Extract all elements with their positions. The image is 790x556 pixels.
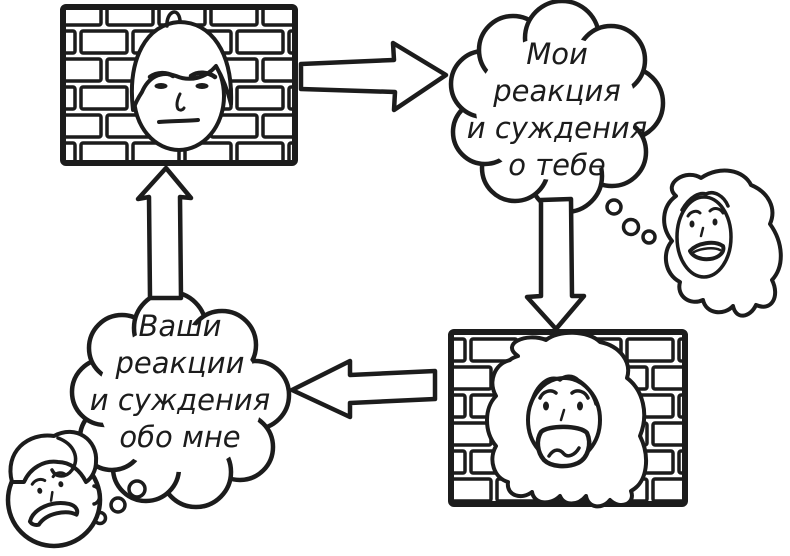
thought-bubble-trail bbox=[92, 479, 147, 526]
woman-hairline bbox=[680, 191, 730, 212]
distressed-man-nose bbox=[49, 490, 54, 502]
woman-face-in-wall bbox=[485, 330, 648, 509]
cloud-text-line: и суждения bbox=[467, 111, 647, 145]
arrow-right-icon bbox=[298, 40, 449, 113]
distressed-man-left-eye bbox=[37, 487, 43, 494]
woman-nose bbox=[699, 226, 705, 238]
man-left-eye bbox=[154, 83, 168, 89]
screaming-woman-hairline bbox=[529, 374, 598, 406]
screaming-woman-right-eye bbox=[577, 401, 583, 411]
man-left-eyebrow bbox=[147, 70, 176, 80]
woman-mouth-inner bbox=[692, 247, 722, 254]
cloud-inner bbox=[98, 324, 262, 472]
screaming-woman-left-eyebrow bbox=[538, 389, 558, 400]
cloud-text-line: реакции bbox=[115, 346, 245, 380]
cloud-inner bbox=[476, 36, 636, 180]
distressed-man-hair bbox=[8, 429, 99, 484]
arrow-left-icon bbox=[289, 358, 438, 420]
cloud-text-line: реакция bbox=[492, 74, 621, 108]
wall-with-mans-face bbox=[60, 4, 298, 166]
woman-left-eye bbox=[689, 220, 695, 228]
screaming-woman-left-eye bbox=[543, 401, 549, 411]
man-mouth bbox=[157, 118, 200, 124]
cloud-text-line: Ваши bbox=[138, 309, 221, 343]
cloud-text-line: Мои bbox=[526, 37, 588, 71]
man-right-eye bbox=[195, 83, 209, 89]
man-nose bbox=[175, 92, 186, 112]
distressed-man-left-eyebrow bbox=[30, 477, 47, 486]
screaming-woman-nose bbox=[559, 408, 566, 422]
woman-right-eyebrow bbox=[708, 207, 725, 215]
cloud-text-line: и суждения bbox=[90, 383, 270, 417]
distressed-man-features bbox=[27, 471, 80, 527]
wall-with-womans-face bbox=[448, 329, 688, 509]
thought-cloud-your-reactions: Ваши реакции и суждения обо мне bbox=[69, 289, 292, 510]
distressed-man-head bbox=[5, 429, 103, 549]
distressed-man-ear bbox=[92, 484, 102, 506]
cloud-text-line: обо мне bbox=[119, 420, 240, 454]
woman-mouth bbox=[688, 240, 726, 262]
distressed-man-mouth bbox=[27, 501, 80, 527]
thought-cloud-my-reactions: Мои реакция и суждения о тебе bbox=[448, 0, 666, 215]
woman-left-eyebrow bbox=[686, 209, 702, 218]
woman-face-outline bbox=[675, 195, 733, 279]
screaming-woman-mouth bbox=[535, 424, 592, 469]
cloud-text-line: о тебе bbox=[508, 148, 605, 182]
worried-woman-head bbox=[662, 168, 783, 318]
distressed-man-right-eyebrow bbox=[51, 471, 68, 479]
man-hair-cowlick bbox=[165, 10, 182, 28]
man-face bbox=[130, 10, 234, 152]
screaming-woman-right-eyebrow bbox=[570, 389, 590, 400]
thought-bubble-trail bbox=[605, 198, 657, 245]
screaming-woman-mouth-inner bbox=[547, 446, 581, 458]
distressed-man-right-eye bbox=[58, 481, 64, 488]
man-right-eyebrow bbox=[188, 70, 218, 80]
woman-right-eye bbox=[712, 218, 718, 226]
arrow-up-icon bbox=[135, 165, 194, 301]
arrow-down-icon bbox=[524, 196, 587, 332]
